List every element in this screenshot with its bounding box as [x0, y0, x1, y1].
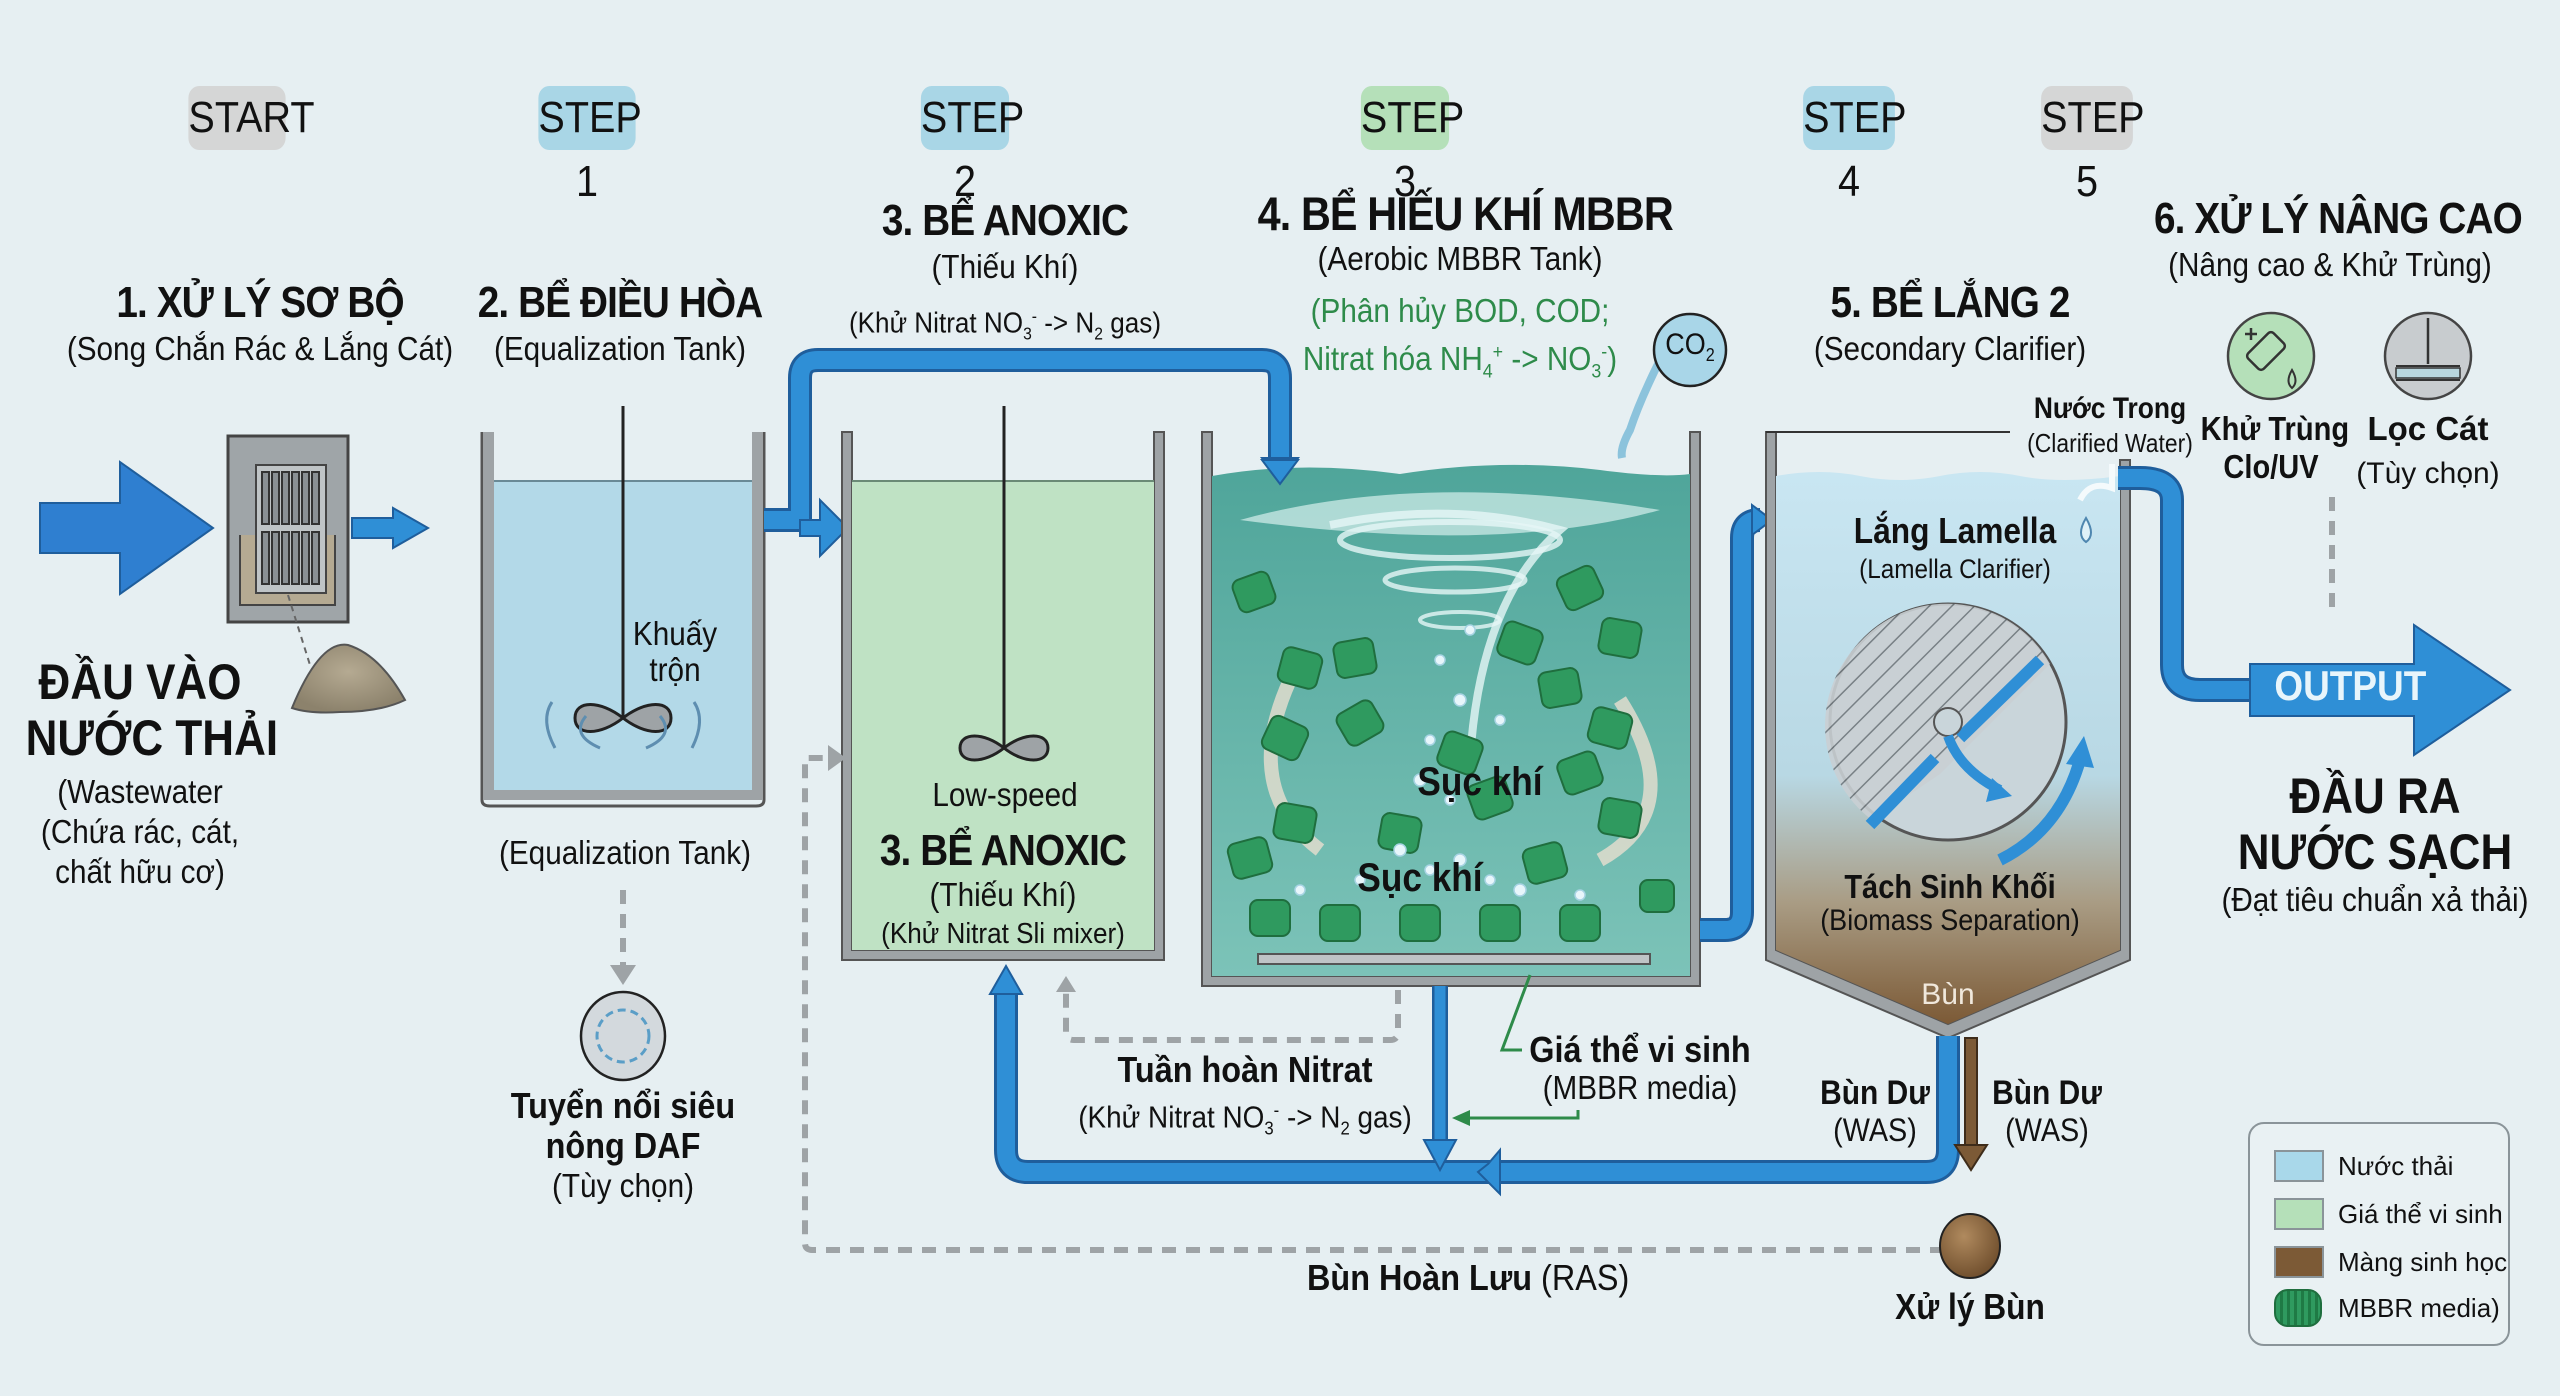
stage3-reaction: (Khử Nitrat NO3- -> N2 gas)	[848, 306, 1162, 344]
step-badge-2: STEP 2	[920, 86, 1024, 206]
nitrate-recycle-sublabel: (Khử Nitrat NO3- -> N2 gas)	[1078, 1099, 1412, 1139]
lamella-label: Lắng Lamella	[1853, 510, 2057, 551]
water-drop-icon	[2080, 516, 2092, 544]
legend-swatch	[2274, 1246, 2324, 1278]
legend-item-biofilm: Màng sinh học	[2274, 1246, 2507, 1278]
flow-arrow-screen-to-eq	[351, 506, 431, 550]
stage5-subtitle: (Secondary Clarifier)	[1813, 330, 2087, 367]
stage4-process-line1: (Phân hủy BOD, COD;	[1310, 292, 1610, 329]
grit-pile-icon	[290, 643, 407, 714]
media-label: Giá thể vi sinh	[1529, 1029, 1751, 1070]
inlet-arrow	[39, 460, 215, 596]
legend-label: Giá thể vi sinh	[2338, 1198, 2503, 1229]
media-sublabel: (MBBR media)	[1542, 1069, 1738, 1106]
clear-water-label: Nước Trong	[2033, 392, 2187, 425]
lamella-sublabel: (Lamella Clarifier)	[1859, 554, 2051, 584]
anoxic-inner-subtitle: (Thiếu Khí)	[929, 876, 1077, 913]
bar-screen-icon	[226, 434, 350, 624]
sludge-treatment-icon	[1939, 1213, 2001, 1279]
stage4-title: 4. BỂ HIẾU KHÍ MBBR	[1257, 187, 1674, 240]
ras-label: Bùn Hoàn Lưu (RAS)	[1307, 1257, 1630, 1298]
co2-bubble-icon	[1617, 312, 1728, 459]
aeration-label-1: Sục khí	[1417, 760, 1543, 804]
secondary-clarifier	[1765, 431, 2131, 1040]
legend: Nước thải Giá thể vi sinh Màng sinh học …	[2248, 1122, 2510, 1346]
stage1-subtitle: (Song Chắn Rác & Lắng Cát)	[66, 330, 454, 367]
legend-label: Màng sinh học	[2338, 1246, 2508, 1277]
stage2-title: 2. BỂ ĐIỀU HÒA	[477, 278, 763, 327]
daf-icon	[579, 990, 667, 1082]
was-left-label: Bùn Dư	[1820, 1074, 1930, 1112]
air-bubbles	[1294, 624, 1586, 901]
legend-item-mbbr-media: MBBR media)	[2274, 1289, 2500, 1327]
stage6-title: 6. XỬ LÝ NÂNG CAO	[2154, 194, 2523, 243]
clear-water-sublabel: (Clarified Water)	[2027, 428, 2193, 458]
legend-item-biocarrier: Giá thể vi sinh	[2274, 1198, 2503, 1230]
step-badge-3: STEP 3	[1360, 86, 1464, 206]
legend-item-wastewater: Nước thải	[2274, 1150, 2453, 1182]
inlet-subtitle: (Wastewater(Chứa rác, cát,chất hữu cơ)	[40, 773, 240, 890]
nitrate-recycle-label: Tuần hoàn Nitrat	[1117, 1049, 1373, 1090]
daf-label: Tuyển nổi siêu nông DAF (Tùy chọn)	[510, 1085, 736, 1205]
step-badge-5: STEP 5	[2041, 86, 2145, 206]
stage4-subtitle: (Aerobic MBBR Tank)	[1317, 240, 1603, 277]
disinfection-icon	[2226, 311, 2316, 401]
stage5-title: 5. BỂ LẮNG 2	[1830, 278, 2070, 327]
sand-filter-icon	[2383, 311, 2473, 401]
nitrate-recycle-line	[1063, 990, 1401, 1043]
stage3-subtitle: (Thiếu Khí)	[931, 248, 1079, 285]
step-badge-start: START	[188, 86, 315, 150]
sand-filter-label: Lọc Cát(Tùy chọn)	[2356, 410, 2500, 490]
stage1-title: 1. XỬ LÝ SƠ BỘ	[116, 278, 404, 327]
legend-label: Nước thải	[2338, 1150, 2454, 1181]
anoxic-inner-note: (Khử Nitrat Sli mixer)	[881, 918, 1125, 950]
eq-tank-caption: (Equalization Tank)	[498, 834, 752, 871]
outlet-subtitle: (Đạt tiêu chuẩn xả thải)	[2221, 881, 2529, 918]
step-badge-4: STEP 4	[1803, 86, 1907, 206]
aeration-label-2: Sục khí	[1357, 856, 1483, 900]
low-speed-label: Low-speed	[932, 776, 1078, 813]
mbbr-media-particles	[1226, 564, 1675, 942]
was-right-sublabel: (WAS)	[2005, 1112, 2089, 1148]
vortex	[1329, 509, 1569, 761]
equalization-tank	[480, 406, 766, 808]
sludge-treatment-label: Xử lý Bùn	[1895, 1286, 2045, 1327]
legend-label: MBBR media)	[2338, 1292, 2500, 1323]
was-left-sublabel: (WAS)	[1833, 1112, 1917, 1148]
stage3-title: 3. BỂ ANOXIC	[881, 196, 1129, 245]
step-badge-1: STEP 1	[538, 86, 642, 206]
sludge-label: Bùn	[1921, 978, 1975, 1011]
aerobic-mbbr-tank	[1201, 431, 1701, 987]
anoxic-inner-title: 3. BỂ ANOXIC	[879, 826, 1127, 875]
co2-label: CO2	[1665, 328, 1715, 365]
anoxic-tank	[841, 406, 1165, 961]
ras-return-line	[802, 755, 1968, 1253]
biomass-sublabel: (Biomass Separation)	[1820, 904, 2080, 937]
output-label: OUTPUT	[2274, 662, 2427, 709]
mbbr-media-icon	[2274, 1289, 2322, 1327]
output-arrow	[2249, 623, 2512, 757]
biomass-label: Tách Sinh Khối	[1844, 868, 2056, 905]
stage6-subtitle: (Nâng cao & Khử Trùng)	[2168, 246, 2492, 283]
stage2-subtitle: (Equalization Tank)	[493, 330, 747, 367]
stage4-process-line2: Nitrat hóa NH4+ -> NO3-)	[1302, 340, 1618, 383]
legend-swatch	[2274, 1150, 2324, 1182]
was-right-label: Bùn Dư	[1992, 1074, 2102, 1112]
legend-swatch	[2274, 1198, 2324, 1230]
